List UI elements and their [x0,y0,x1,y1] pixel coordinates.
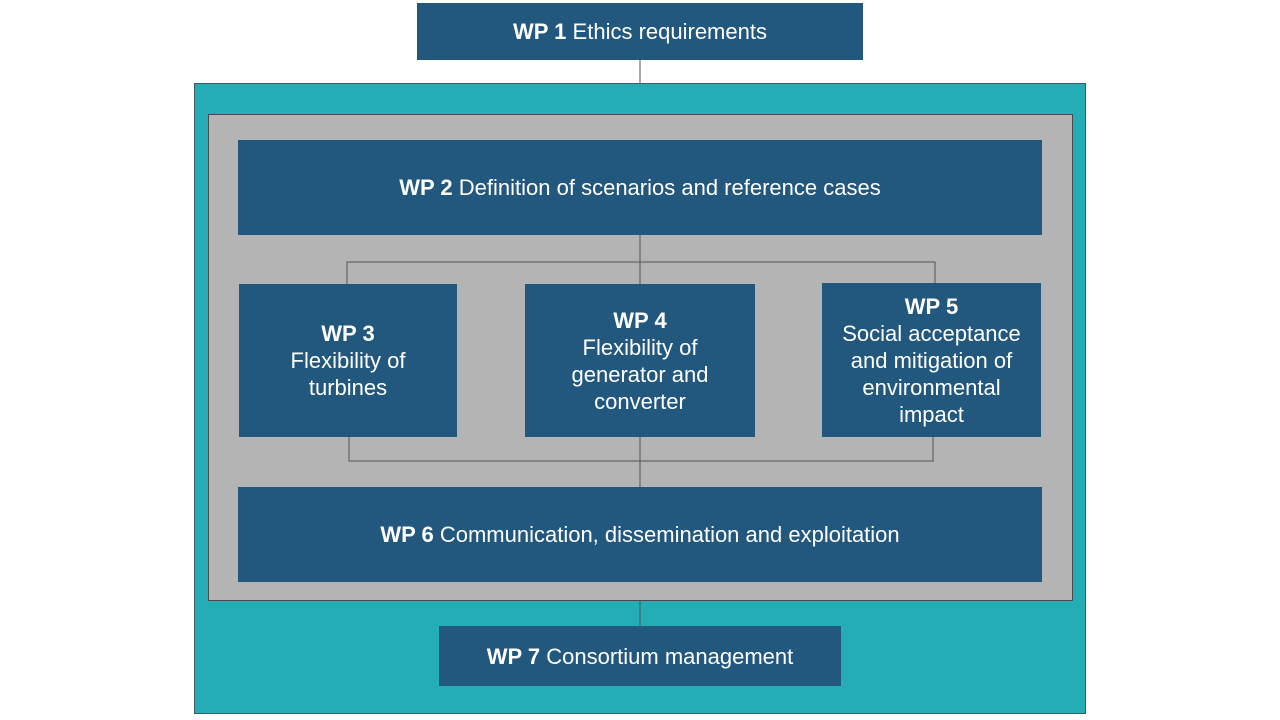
wp4-box: WP 4 Flexibility of generator and conver… [525,284,755,437]
wp7-code: WP 7 [486,643,541,669]
wp4-code: WP 4 [613,307,667,333]
wp1-code: WP 1 [513,19,567,44]
wp7-title: Consortium management [546,643,794,669]
wp2-code: WP 2 [399,175,453,200]
wp5-title-line: impact [899,401,964,427]
wp3-title-line: Flexibility of [290,348,406,373]
connector-wp2-branch [346,261,936,284]
wp5-title-line: environmental [862,374,1001,400]
wp1-box: WP 1 Ethics requirements [417,3,863,60]
wp7-box: WP 7 Consortium management [439,626,841,686]
wp2-title: Definition of scenarios and reference ca… [458,175,881,200]
wp5-title-line: and mitigation of [850,347,1013,373]
connector-merge [348,437,934,462]
wp4-title-line: generator and [571,361,709,387]
wp6-code: WP 6 [380,522,434,547]
wp4-title-line: converter [594,388,686,414]
wp6-box: WP 6 Communication, dissemination and ex… [238,487,1042,582]
wp3-title-line: turbines [308,375,388,400]
wp5-title-line: Social acceptance [842,320,1021,346]
wp1-title: Ethics requirements [572,19,767,44]
wp6-title: Communication, dissemination and exploit… [439,522,900,547]
wp4-title-line: Flexibility of [582,334,698,360]
wp2-box: WP 2 Definition of scenarios and referen… [238,140,1042,235]
wp3-code: WP 3 [321,321,375,346]
wp3-box: WP 3 Flexibility of turbines [239,284,457,437]
wp5-box: WP 5 Social acceptance and mitigation of… [822,283,1041,437]
wp5-code: WP 5 [904,293,959,319]
